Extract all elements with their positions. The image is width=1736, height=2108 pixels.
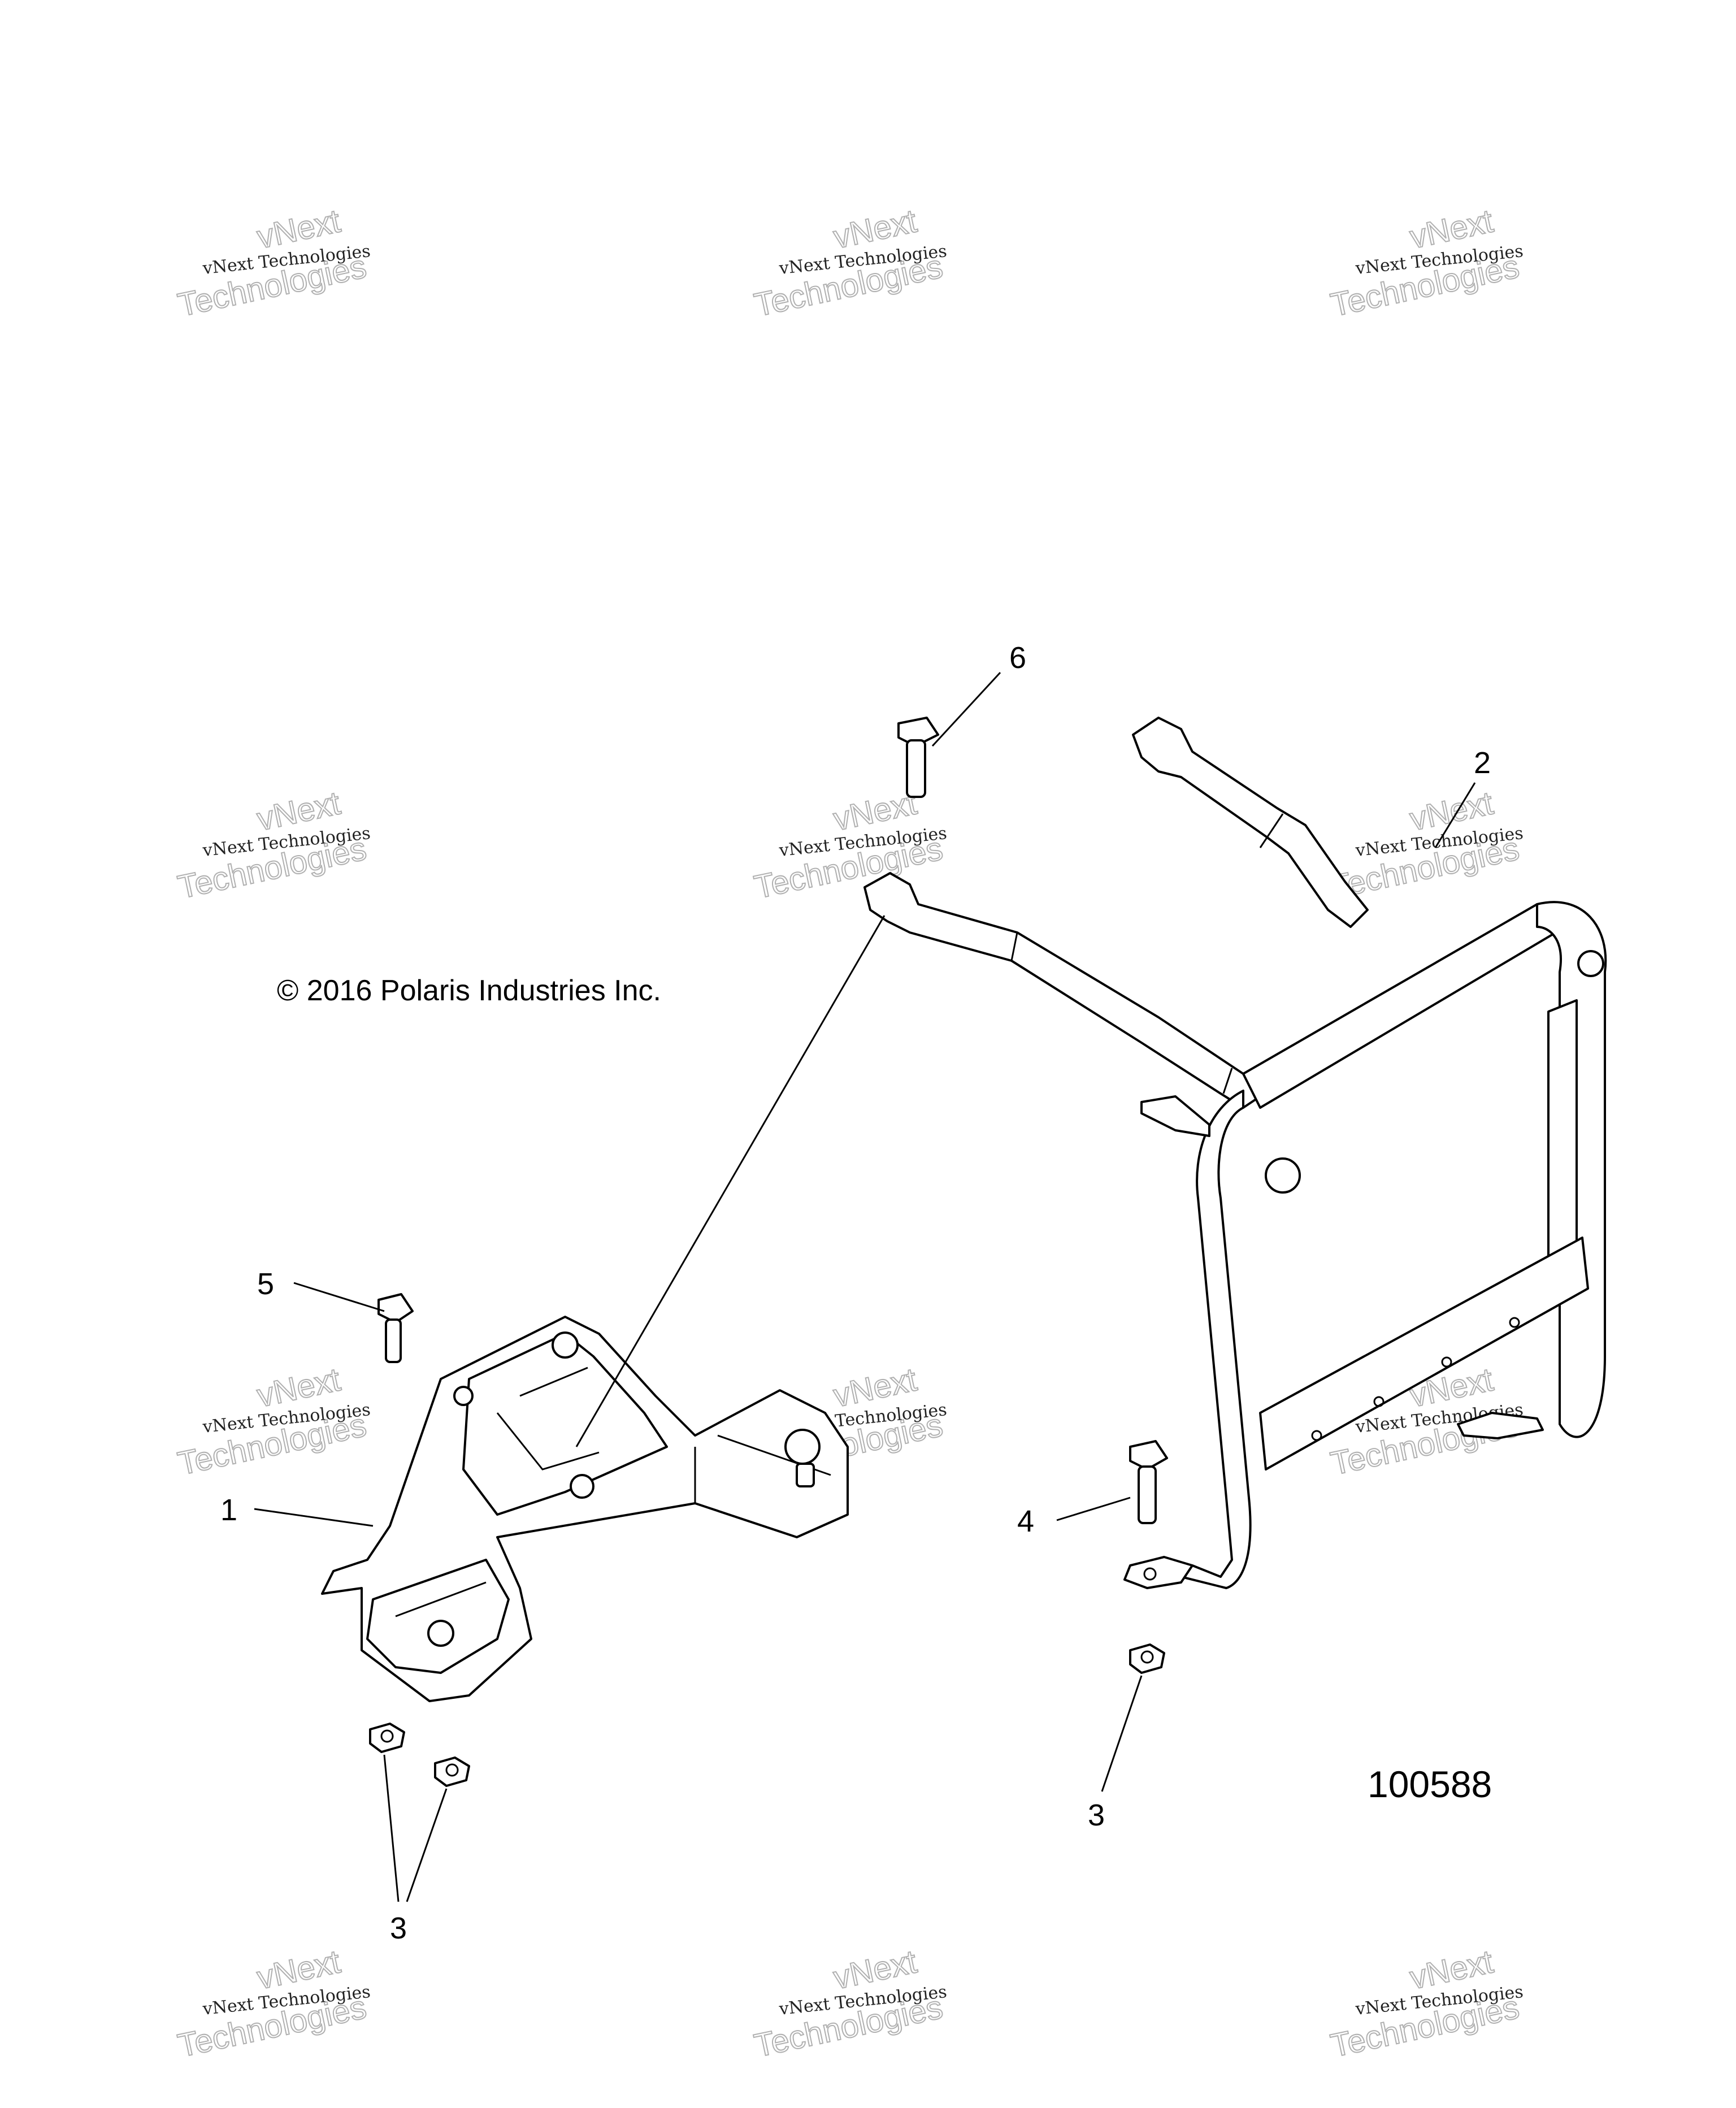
frame-mount: [321, 1316, 849, 1702]
assembly-line: [575, 915, 886, 1447]
watermark: vNext vNext Technologies Technologies: [174, 202, 371, 324]
watermark: vNext vNext Technologies Technologies: [750, 202, 948, 324]
watermark: vNext vNext Technologies Technologies: [1327, 1942, 1524, 2064]
callout-3-left: 3: [390, 1911, 407, 1945]
watermark: vNext vNext Technologies Technologies: [174, 784, 371, 906]
watermark: vNext vNext Technologies Technologies: [750, 1942, 948, 2064]
watermark: vNext vNext Technologies Technologies: [174, 1942, 371, 2064]
callout-3-right: 3: [1088, 1798, 1105, 1832]
leader-line-6: [931, 671, 1001, 747]
callout-2: 2: [1474, 746, 1491, 780]
callout-4: 4: [1017, 1504, 1034, 1538]
bolt-4: [1129, 1440, 1168, 1524]
bumper-frame: [863, 717, 1607, 1589]
callout-5: 5: [257, 1267, 274, 1301]
nut-3-right: [1129, 1643, 1165, 1674]
leader-line-1: [254, 1508, 374, 1527]
leader-line-2: [1434, 782, 1476, 848]
watermark: vNext vNext Technologies Technologies: [1327, 784, 1524, 906]
callout-1: 1: [220, 1493, 237, 1527]
leader-line-3-left-a: [383, 1754, 400, 1902]
leader-line-4: [1056, 1497, 1131, 1521]
watermarks: vNext vNext Technologies Technologies vN…: [174, 202, 1524, 2064]
watermark: vNext vNext Technologies Technologies: [174, 1360, 371, 1482]
nut-3-left-upper: [369, 1723, 405, 1753]
leader-line-5: [293, 1282, 385, 1312]
callout-6: 6: [1009, 641, 1026, 675]
diagram-part-number: 100588: [1368, 1763, 1492, 1805]
copyright-notice: © 2016 Polaris Industries Inc.: [277, 974, 661, 1007]
leader-line-3-left-b: [406, 1788, 448, 1902]
nut-3-left-lower: [434, 1756, 470, 1787]
leader-line-3-right: [1101, 1675, 1143, 1792]
watermark: vNext vNext Technologies Technologies: [1327, 202, 1524, 324]
watermark: vNext vNext Technologies Technologies: [750, 784, 948, 906]
bolt-6: [897, 717, 939, 798]
bolt-5: [377, 1293, 414, 1363]
